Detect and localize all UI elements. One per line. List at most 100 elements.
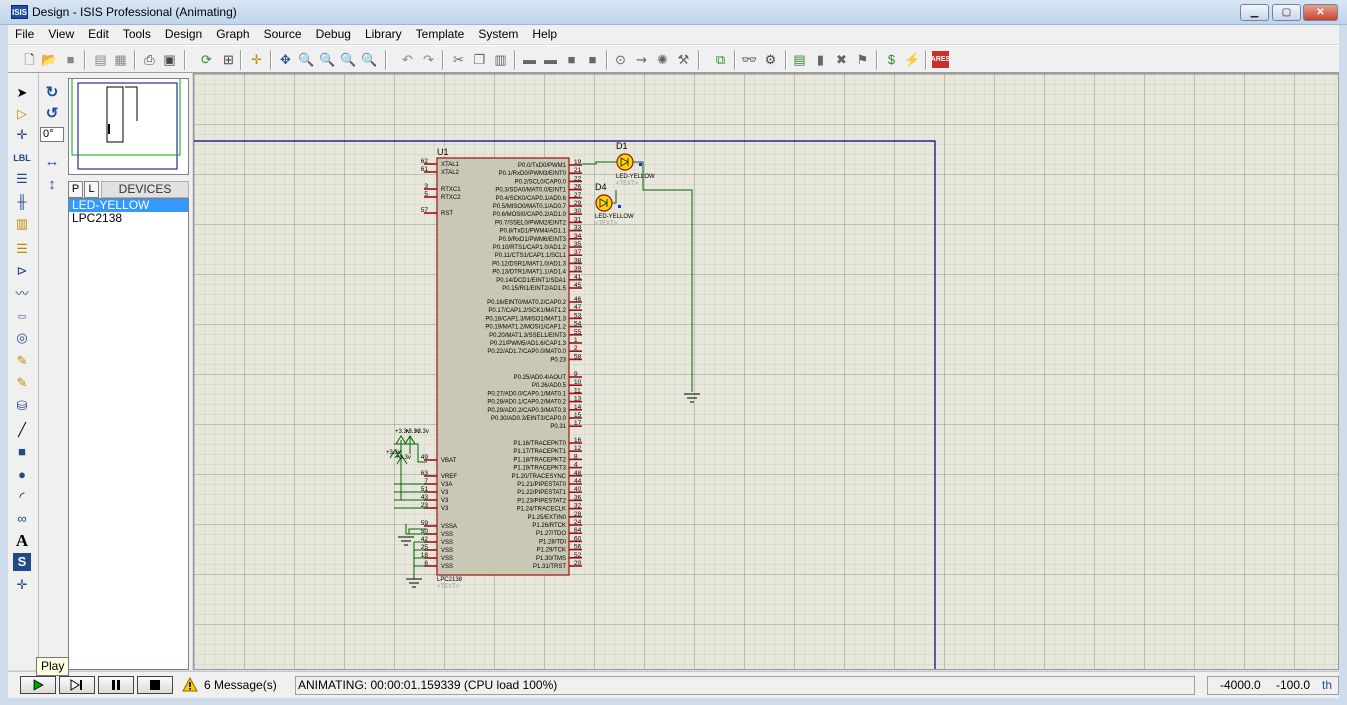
zoom-out-icon[interactable]: 🔍 [319,52,336,67]
menu-graph[interactable]: Graph [216,27,250,41]
zoom-area-icon[interactable]: 🔍 [361,52,378,67]
property-tool-icon[interactable]: ⚙ [764,52,777,67]
device-item-led-yellow[interactable]: LED-YELLOW [69,199,188,212]
remove-sheet-icon[interactable]: ▮ [816,52,825,67]
export-icon[interactable]: ▦ [114,52,127,67]
wire-autorouter-icon[interactable]: ⧉ [715,52,726,67]
netlist-icon[interactable]: ⚡ [904,52,921,67]
maximize-button[interactable]: ▢ [1272,4,1301,21]
mirror-x-icon[interactable]: ↔ [44,153,60,170]
library-manager-button[interactable]: L [84,181,99,198]
selection-mode-icon[interactable]: ➤ [16,85,28,100]
zoom-in-icon[interactable]: 🔍 [298,52,315,67]
import-icon[interactable]: ▤ [94,52,107,67]
exit-to-parent-icon[interactable]: ✖ [836,52,847,67]
decompose-icon[interactable]: ⚒ [677,52,690,67]
refresh-icon[interactable]: ⟳ [201,52,212,67]
bus-icon[interactable]: ╫ [17,194,27,209]
print-area-icon[interactable]: ▣ [163,52,176,67]
menu-help[interactable]: Help [532,27,558,41]
grid-icon[interactable]: ⊞ [223,52,234,67]
play-button[interactable] [20,676,56,694]
current-probe-icon[interactable]: ✎ [16,375,28,390]
pan-icon[interactable]: ✥ [280,52,291,67]
search-tag-icon[interactable]: 👓 [741,52,758,67]
block-copy-icon[interactable]: ▬ [523,52,536,67]
menu-view[interactable]: View [48,27,75,41]
text-tool-icon[interactable]: A [15,531,29,550]
block-rotate-icon[interactable]: ■ [567,52,576,67]
box-tool-icon[interactable]: ■ [18,444,26,459]
device-pins-icon[interactable]: ⊳ [16,263,28,278]
arc-tool-icon[interactable]: ◜ [19,489,25,504]
print-icon[interactable]: ⎙ [144,52,155,67]
make-device-icon[interactable]: ⇝ [636,52,647,67]
line-tool-icon[interactable]: ╱ [18,422,26,437]
menu-template[interactable]: Template [415,27,465,41]
chip-pin-name: P1.20/TRACESYNC [512,474,567,480]
origin-icon[interactable]: ✛ [251,52,262,67]
stop-button[interactable] [137,676,173,694]
overview-window[interactable] [68,76,189,175]
component-mode-icon[interactable]: ▷ [17,106,27,121]
menu-debug[interactable]: Debug [315,27,351,41]
led-d4[interactable]: D4 LED-YELLOW <TEXT> [595,182,634,227]
save-icon[interactable]: ■ [66,52,75,67]
menu-system[interactable]: System [478,27,519,41]
menu-file[interactable]: File [15,27,35,41]
tape-recorder-icon[interactable]: ▭ [17,311,27,321]
minimize-button[interactable]: ▁ [1240,4,1269,21]
rotate-anticlockwise-icon[interactable]: ↺ [45,105,59,122]
generator-icon[interactable]: ◎ [16,330,28,345]
pick-devices-button[interactable]: P [68,181,83,198]
path-tool-icon[interactable]: ∞ [17,511,27,526]
voltage-probe-icon[interactable]: ✎ [16,353,28,368]
terminals-icon[interactable]: ☰ [16,241,28,256]
electrical-check-icon[interactable]: $ [887,52,896,67]
menu-source[interactable]: Source [263,27,302,41]
mirror-y-icon[interactable]: ↕ [48,176,56,193]
junction-dot-icon[interactable]: ✛ [16,127,28,142]
copy-icon[interactable]: ❐ [473,52,486,67]
virtual-instruments-icon[interactable]: ⛁ [16,398,28,413]
paste-icon[interactable]: ▥ [494,52,507,67]
cut-icon[interactable]: ✂ [453,52,464,67]
ares-icon[interactable]: ARES [931,51,950,68]
symbol-tool-icon[interactable]: S [13,553,31,571]
menu-design[interactable]: Design [164,27,203,41]
circle-tool-icon[interactable]: ● [18,467,26,482]
marker-tool-icon[interactable]: ✛ [16,577,28,592]
text-script-icon[interactable]: ☰ [16,171,28,186]
led-d1[interactable]: D1 LED-YELLOW <TEXT> [616,141,655,187]
zoom-all-icon[interactable]: 🔍 [340,52,357,67]
menu-tools[interactable]: Tools [122,27,151,41]
package-tool-icon[interactable]: ✺ [657,52,668,67]
pause-button[interactable] [98,676,134,694]
menu-library[interactable]: Library [364,27,402,41]
open-folder-icon[interactable]: 📂 [41,52,58,67]
overview-preview [71,76,181,170]
graph-icon[interactable]: 〰 [15,286,29,301]
chip-pin-name: VSSA [441,524,457,530]
chip-pin-number: 63 [421,470,429,477]
lpc2138-chip-body[interactable] [436,157,570,576]
device-item-lpc2138[interactable]: LPC2138 [72,211,123,225]
pick-device-icon[interactable]: ⊙ [615,52,626,67]
close-button[interactable]: ✕ [1303,4,1338,21]
message-indicator[interactable]: 6 Message(s) [182,676,277,694]
new-sheet-icon[interactable]: ▤ [793,52,806,67]
redo-icon[interactable]: ↷ [423,52,434,67]
bill-of-materials-icon[interactable]: ⚑ [856,52,869,67]
rotate-clockwise-icon[interactable]: ↻ [45,84,59,101]
block-delete-icon[interactable]: ■ [588,52,597,67]
step-button[interactable] [59,676,95,694]
subcircuit-icon[interactable]: ▥ [15,216,29,231]
menu-edit[interactable]: Edit [88,27,109,41]
wire-label-icon[interactable]: LBL [13,153,31,163]
block-move-icon[interactable]: ▬ [544,52,557,67]
new-file-icon[interactable]: 🗋 [24,52,35,67]
rotation-angle-field[interactable]: 0° [40,127,64,142]
chip-pin-name: P0.25/AD0.4/AOUT [514,375,567,381]
undo-icon[interactable]: ↶ [402,52,413,67]
